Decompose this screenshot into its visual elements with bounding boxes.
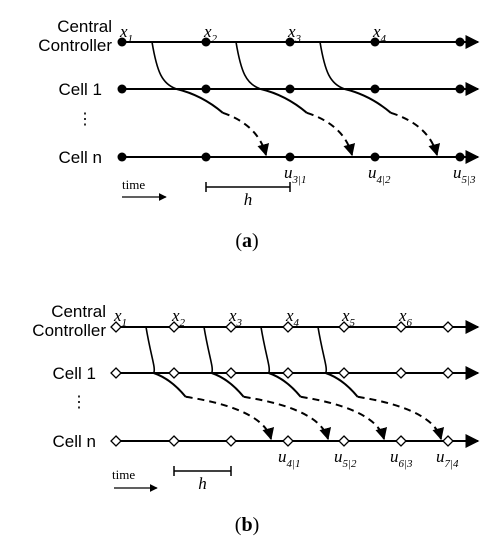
sample-point: [225, 321, 237, 333]
row-label-central-controller: Central: [57, 17, 112, 36]
state-label: x2: [203, 22, 218, 45]
arrival-point: [455, 152, 465, 162]
feedback-arrow-dashed: [222, 111, 270, 157]
sample-point: [442, 321, 454, 333]
sample-point: [282, 435, 294, 447]
sample-point: [395, 435, 407, 447]
feedback-arrow-dashed: [390, 111, 441, 157]
broadcast-curve: [203, 326, 214, 374]
input-label: u4|2: [368, 163, 391, 186]
state-label: x5: [341, 306, 356, 329]
sample-point: [110, 367, 122, 379]
sample-point: [395, 321, 407, 333]
feedback-arrow-solid: [211, 372, 245, 398]
input-label: u5|3: [453, 163, 476, 186]
row-label-ellipsis: ⋮: [77, 111, 93, 128]
sample-point: [285, 37, 295, 47]
feedback-arrow-solid: [260, 88, 308, 114]
feedback-arrow-dashed: [243, 395, 332, 441]
state-label: x2: [171, 306, 186, 329]
panel-caption: (a): [235, 230, 258, 252]
state-label: x6: [398, 306, 413, 329]
sample-point: [168, 367, 180, 379]
sample-point: [201, 84, 211, 94]
row-label-central-controller: Controller: [32, 321, 106, 340]
state-label: x1: [113, 306, 127, 329]
feedback-arrow-solid: [176, 88, 224, 114]
sample-point: [168, 321, 180, 333]
sample-point: [110, 321, 122, 333]
broadcast-curve: [319, 41, 345, 90]
feedback-arrow-dashed: [185, 395, 275, 441]
row-label-cell-1: Cell 1: [53, 364, 96, 383]
input-label: u5|2: [334, 447, 357, 470]
sample-point: [338, 321, 350, 333]
broadcast-curve: [235, 41, 261, 90]
period-label: h: [198, 474, 207, 493]
feedback-arrow-solid: [325, 372, 359, 398]
feedback-arrow-dashed: [306, 111, 356, 157]
sample-point: [117, 152, 127, 162]
row-label-ellipsis: ⋮: [71, 394, 87, 411]
feedback-arrow-dashed: [357, 395, 445, 441]
panel-caption: (b): [235, 514, 259, 536]
broadcast-curve: [260, 326, 271, 374]
row-label-central-controller: Controller: [38, 36, 112, 55]
sample-point: [282, 321, 294, 333]
time-label: time: [112, 467, 135, 482]
row-label-cell-1: Cell 1: [59, 80, 102, 99]
feedback-arrow-dashed: [300, 395, 388, 441]
sample-point: [117, 37, 127, 47]
feedback-arrow-solid: [268, 372, 302, 398]
time-label: time: [122, 177, 145, 192]
sample-point: [442, 367, 454, 379]
sample-point: [370, 37, 380, 47]
state-label: x4: [372, 22, 387, 45]
row-label-cell-n: Cell n: [59, 148, 102, 167]
sample-point: [455, 84, 465, 94]
sample-point: [455, 37, 465, 47]
input-label: u3|1: [284, 163, 307, 186]
broadcast-curve: [317, 326, 328, 374]
arrival-point: [370, 152, 380, 162]
row-label-cell-n: Cell n: [53, 432, 96, 451]
feedback-arrow-solid: [153, 372, 187, 398]
state-label: x3: [287, 22, 302, 45]
sample-point: [201, 37, 211, 47]
feedback-arrow-solid: [344, 88, 392, 114]
input-label: u4|1: [278, 447, 301, 470]
sample-point: [338, 367, 350, 379]
row-label-central-controller: Central: [51, 302, 106, 321]
arrival-point: [285, 152, 295, 162]
sample-point: [225, 435, 237, 447]
sample-point: [282, 367, 294, 379]
sample-point: [201, 152, 211, 162]
broadcast-curve: [145, 326, 156, 374]
state-label: x3: [228, 306, 243, 329]
state-label: x4: [285, 306, 300, 329]
sample-point: [442, 435, 454, 447]
sample-point: [225, 367, 237, 379]
input-label: u6|3: [390, 447, 413, 470]
period-label: h: [244, 190, 253, 209]
sample-point: [168, 435, 180, 447]
sample-point: [285, 84, 295, 94]
sample-point: [395, 367, 407, 379]
state-label: x1: [119, 22, 133, 45]
sample-point: [370, 84, 380, 94]
broadcast-curve: [151, 41, 177, 90]
sample-point: [338, 435, 350, 447]
sample-point: [110, 435, 122, 447]
input-label: u7|4: [436, 447, 459, 470]
sample-point: [117, 84, 127, 94]
